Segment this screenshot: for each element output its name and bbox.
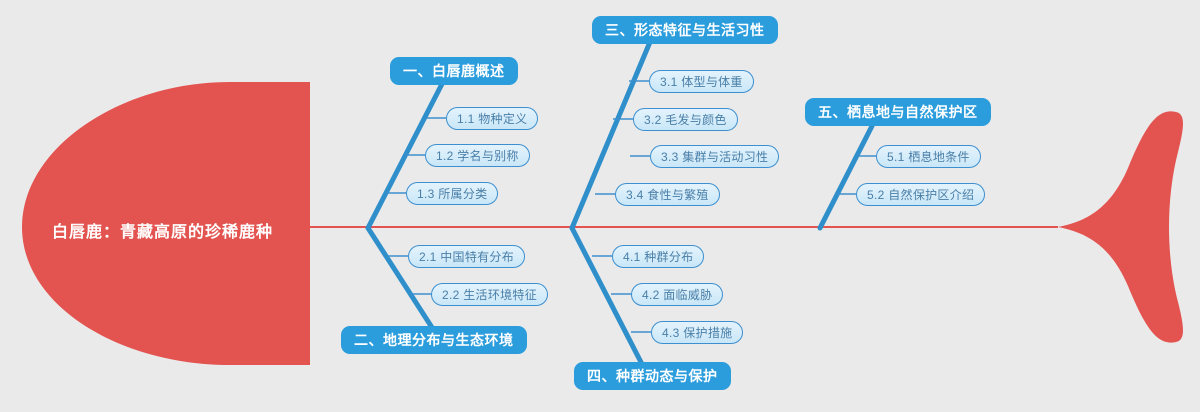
branch-4-bone (569, 225, 648, 373)
branch-4-child-1[interactable]: 4.1 种群分布 (612, 245, 705, 268)
branch-1-label[interactable]: 一、白唇鹿概述 (390, 57, 518, 85)
branch-3-child-4[interactable]: 3.4 食性与繁殖 (615, 183, 720, 206)
branch-3-child-2[interactable]: 3.2 毛发与颜色 (633, 108, 738, 131)
branch-1-child-1[interactable]: 1.1 物种定义 (446, 107, 539, 130)
branch-3-label[interactable]: 三、形态特征与生活习性 (592, 16, 778, 44)
branch-5-label[interactable]: 五、栖息地与自然保护区 (805, 98, 991, 126)
branch-1-bone (365, 77, 447, 231)
branch-5-child-2[interactable]: 5.2 自然保护区介绍 (856, 183, 986, 206)
branch-4-label[interactable]: 四、种群动态与保护 (574, 362, 731, 390)
branch-2-label[interactable]: 二、地理分布与生态环境 (341, 326, 527, 354)
branch-3-bone (569, 39, 653, 231)
diagram-title: 白唇鹿：青藏高原的珍稀鹿种 (52, 224, 274, 241)
branch-4-child-3[interactable]: 4.3 保护措施 (651, 321, 744, 344)
branch-5-bone (817, 123, 875, 231)
branch-2-child-2[interactable]: 2.2 生活环境特征 (431, 283, 549, 306)
branch-5-child-1[interactable]: 5.1 栖息地条件 (876, 145, 981, 168)
branch-2-child-1[interactable]: 2.1 中国特有分布 (408, 245, 526, 268)
branch-1-child-2[interactable]: 1.2 学名与别称 (425, 144, 530, 167)
fish-tail-shape (1058, 111, 1183, 343)
branch-1-child-3[interactable]: 1.3 所属分类 (406, 182, 499, 205)
branch-4-child-2[interactable]: 4.2 面临威胁 (631, 283, 724, 306)
branch-3-child-3[interactable]: 3.3 集群与活动习性 (650, 145, 780, 168)
branch-2-bone (365, 225, 443, 343)
fish-head-shape (22, 82, 310, 365)
branch-3-child-1[interactable]: 3.1 体型与体重 (649, 70, 754, 93)
